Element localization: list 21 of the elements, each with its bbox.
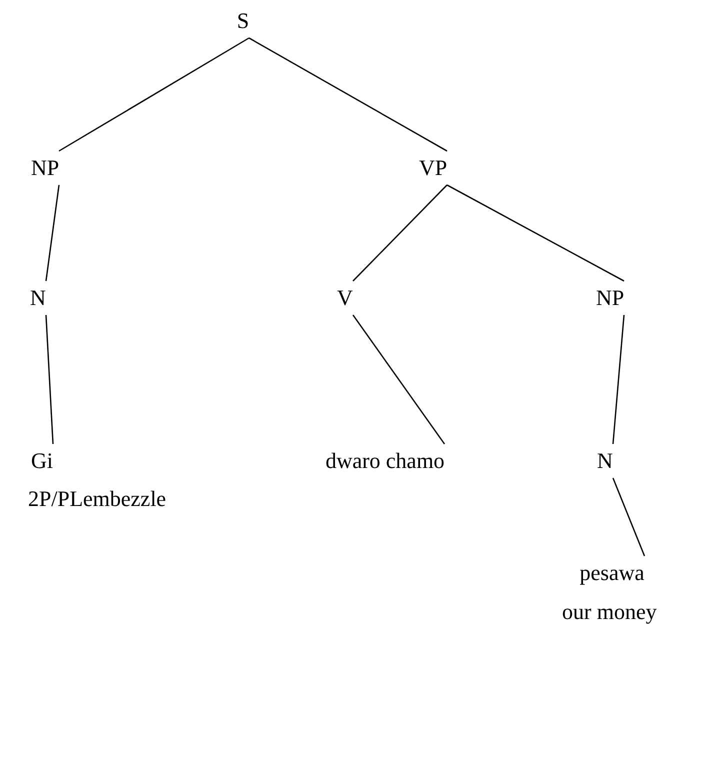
tree-node-label: dwaro chamo [325, 446, 445, 476]
tree-node-label: N [30, 283, 46, 313]
tree-node-label: N [597, 446, 613, 476]
tree-branch [352, 184, 448, 282]
gloss-text: 2P/PLembezzle [28, 485, 166, 513]
tree-branch [612, 478, 646, 556]
tree-branch [45, 314, 54, 444]
tree-node-label: Gi [31, 446, 53, 476]
tree-node-label: NP [30, 153, 60, 183]
tree-node-label: NP [596, 283, 624, 313]
tree-node-label: S [236, 6, 250, 36]
tree-node-label: V [337, 283, 353, 313]
tree-branch [45, 184, 60, 282]
tree-branch [446, 184, 624, 282]
tree-branch [58, 37, 250, 152]
tree-branch [248, 37, 448, 152]
tree-node-label: pesawa [580, 558, 644, 588]
tree-node-label: VP [418, 153, 448, 183]
tree-branch [352, 314, 446, 444]
gloss-text: our money [562, 598, 657, 626]
tree-branch [612, 314, 625, 444]
